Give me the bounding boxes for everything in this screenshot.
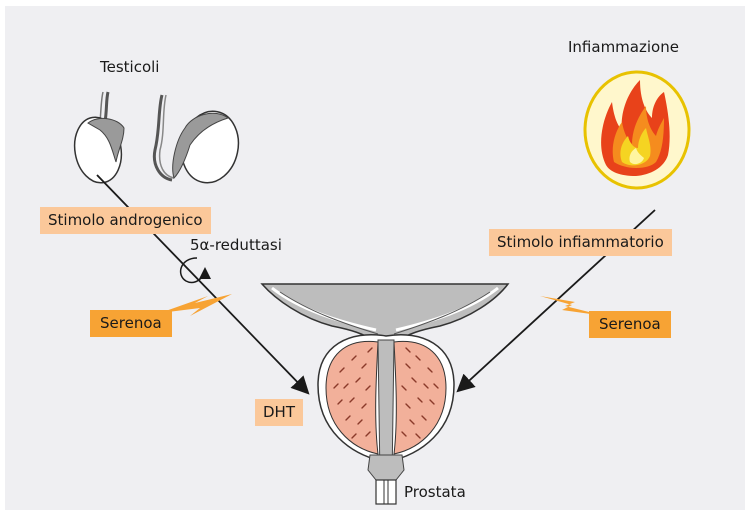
serenoa-right-box: Serenoa [589, 311, 671, 338]
reductase-label: 5α-reduttasi [190, 236, 282, 254]
flame-icon [585, 72, 689, 188]
testicles-label: Testicoli [100, 58, 159, 76]
dht-box: DHT [255, 399, 303, 426]
prostate-illustration [262, 284, 508, 504]
prostate-label: Prostata [404, 483, 466, 501]
inflammatory-stimulus-box: Stimolo infiammatorio [489, 229, 672, 256]
serenoa-left-box: Serenoa [90, 310, 172, 337]
reductase-curved-arrow [181, 258, 205, 282]
inflammation-label: Infiammazione [568, 38, 679, 56]
androgenic-stimulus-box: Stimolo androgenico [40, 207, 211, 234]
testicles-illustration [70, 92, 245, 188]
